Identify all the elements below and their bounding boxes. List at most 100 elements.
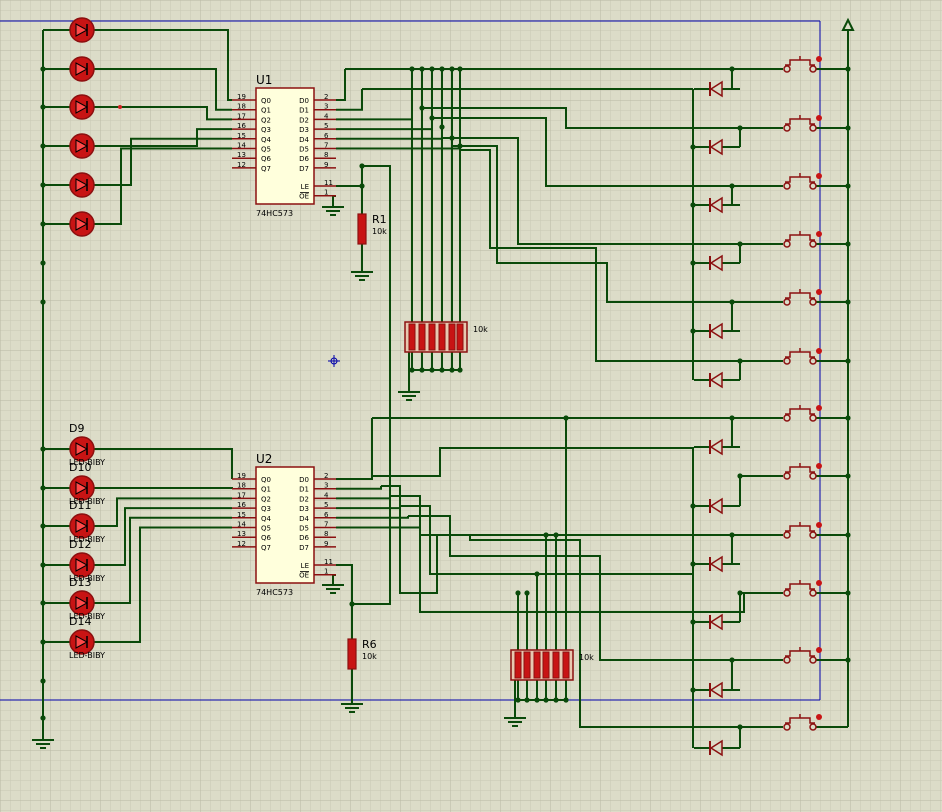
- bus-wire: [381, 485, 783, 594]
- bus-wire: [442, 137, 783, 245]
- diode-4[interactable]: [709, 322, 723, 340]
- push-button-1[interactable]: [783, 115, 822, 132]
- junction: [690, 202, 696, 208]
- led-top-2[interactable]: [69, 94, 95, 120]
- junction-layer: [40, 66, 851, 730]
- ground-symbol-r6: [341, 703, 363, 713]
- led-top-0[interactable]: [69, 17, 95, 43]
- pin-name: D1: [299, 107, 309, 115]
- push-button-2[interactable]: [783, 173, 822, 190]
- pin-number: 18: [237, 482, 246, 490]
- led-bottom-1[interactable]: [69, 475, 95, 501]
- resistor-R6[interactable]: [347, 638, 357, 670]
- push-button-5[interactable]: [783, 348, 822, 365]
- junction: [40, 562, 46, 568]
- junction: [563, 415, 569, 421]
- led-part-label: LED-BIBY: [69, 497, 105, 506]
- pin-name: OE: [299, 193, 309, 201]
- junction: [40, 221, 46, 227]
- push-button-4[interactable]: [783, 289, 822, 306]
- led-bottom-0[interactable]: [69, 436, 95, 462]
- led-bottom-3[interactable]: [69, 552, 95, 578]
- pin-number: 9: [324, 161, 328, 169]
- junction: [515, 590, 521, 596]
- junction: [457, 143, 463, 149]
- resistor-pack-0[interactable]: [404, 321, 468, 353]
- junction: [40, 182, 46, 188]
- push-button-8[interactable]: [783, 522, 822, 539]
- cursor-marker: [328, 355, 340, 367]
- junction: [439, 66, 445, 72]
- diode-11[interactable]: [709, 739, 723, 757]
- chip-U1[interactable]: [232, 87, 336, 205]
- diode-2[interactable]: [709, 196, 723, 214]
- junction: [40, 260, 46, 266]
- led-part-label: LED-BIBY: [69, 612, 105, 621]
- diode-3[interactable]: [709, 254, 723, 272]
- pin-name: Q2: [261, 116, 271, 124]
- led-top-1[interactable]: [69, 56, 95, 82]
- diode-7[interactable]: [709, 497, 723, 515]
- led-top-5[interactable]: [69, 211, 95, 237]
- junction: [429, 115, 435, 121]
- led-bottom-2[interactable]: [69, 513, 95, 539]
- pin-number: 13: [237, 151, 246, 159]
- led-part-label: LED-BIBY: [69, 574, 105, 583]
- diode-0[interactable]: [709, 80, 723, 98]
- resistor-value: 10k: [362, 652, 377, 661]
- diode-9[interactable]: [709, 613, 723, 631]
- junction: [845, 590, 851, 596]
- pin-number: 19: [237, 93, 246, 101]
- push-button-9[interactable]: [783, 580, 822, 597]
- junction: [40, 715, 46, 721]
- diode-6[interactable]: [709, 438, 723, 456]
- diode-10[interactable]: [709, 681, 723, 699]
- led-ref-D9: D9: [69, 422, 84, 435]
- pin-name: D5: [299, 146, 309, 154]
- junction: [845, 358, 851, 364]
- resistor-pack-1[interactable]: [510, 649, 574, 681]
- junction: [429, 66, 435, 72]
- junction: [40, 143, 46, 149]
- pin-number: 2: [324, 93, 328, 101]
- push-button-10[interactable]: [783, 647, 822, 664]
- led-top-4[interactable]: [69, 172, 95, 198]
- resistor-R1[interactable]: [357, 213, 367, 245]
- push-button-3[interactable]: [783, 231, 822, 248]
- junction: [690, 144, 696, 150]
- junction: [729, 66, 735, 72]
- pin-name: Q7: [261, 165, 271, 173]
- push-button-7[interactable]: [783, 463, 822, 480]
- led-to-chip-wire: [94, 128, 232, 147]
- junction: [40, 639, 46, 645]
- led-ref-D13: D13: [69, 576, 91, 589]
- ground-symbol-main: [32, 739, 54, 749]
- ground-symbol-u1-oe: [322, 206, 344, 216]
- bus-wire: [422, 107, 783, 129]
- push-button-0[interactable]: [783, 56, 822, 73]
- pin-name: Q4: [261, 136, 272, 144]
- diode-8[interactable]: [709, 555, 723, 573]
- led-bottom-5[interactable]: [69, 629, 95, 655]
- diode-5[interactable]: [709, 371, 723, 389]
- junction: [737, 358, 743, 364]
- pin-number: 4: [324, 112, 329, 120]
- bus-wire: [390, 495, 783, 613]
- junction: [690, 561, 696, 567]
- junction: [690, 619, 696, 625]
- push-button-6[interactable]: [783, 405, 822, 422]
- led-top-3[interactable]: [69, 133, 95, 159]
- junction: [409, 367, 415, 373]
- bus-wire: [400, 505, 693, 575]
- diode-1[interactable]: [709, 138, 723, 156]
- led-bottom-4[interactable]: [69, 590, 95, 616]
- push-button-11[interactable]: [783, 714, 822, 731]
- junction: [729, 183, 735, 189]
- led-to-chip-wire: [94, 507, 232, 566]
- junction: [419, 367, 425, 373]
- chip-U2[interactable]: [232, 466, 336, 584]
- junction: [524, 697, 530, 703]
- chip-part-label: 74HC573: [256, 588, 293, 597]
